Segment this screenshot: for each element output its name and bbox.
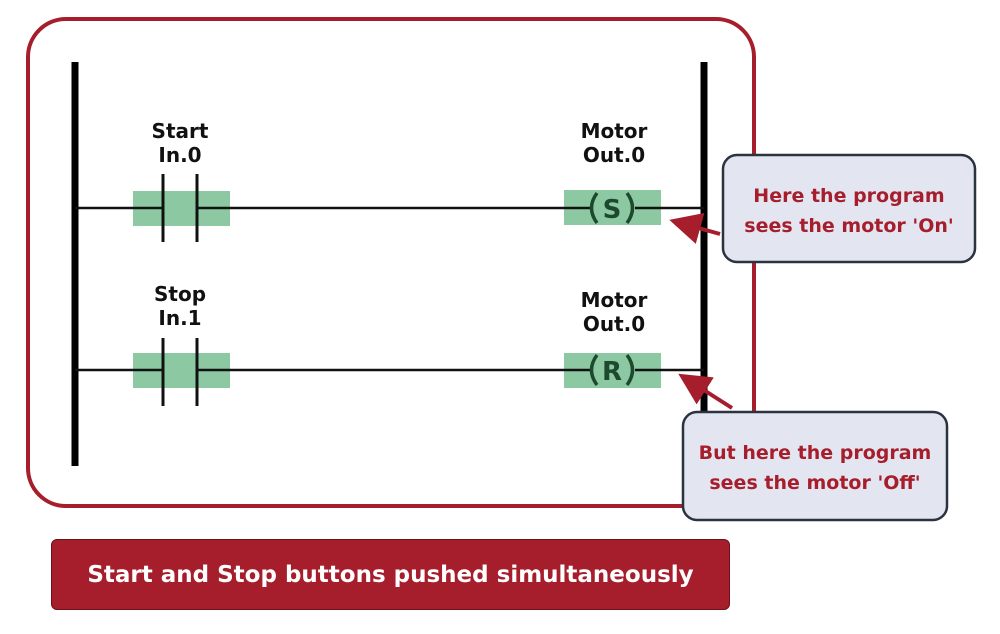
callout-off-arrow — [678, 373, 734, 410]
set-coil-name: Motor — [581, 119, 648, 143]
set-coil-right-paren — [625, 191, 635, 225]
set-coil-left-paren — [589, 191, 599, 225]
set-coil-address: Out.0 — [583, 143, 645, 167]
callout-off-line-2: sees the motor 'Off' — [709, 472, 920, 494]
reset-coil-address: Out.0 — [583, 312, 645, 336]
callout-on-line-1: Here the program — [753, 185, 944, 207]
diagram-frame — [26, 17, 756, 508]
reset-coil-right-paren — [625, 353, 635, 387]
reset-coil-letter: R — [602, 357, 622, 387]
callout-off-line-1: But here the program — [699, 442, 932, 464]
rung-2: R Stop In.1 Motor Out.0 — [75, 282, 704, 406]
callout-on-box — [721, 153, 977, 264]
callout-on-line-2: sees the motor 'On' — [744, 215, 953, 237]
reset-coil-left-paren — [589, 353, 599, 387]
rung-1: S Start In.0 Motor Out.0 — [75, 119, 704, 242]
stop-contact-name: Stop — [154, 282, 206, 306]
stop-contact-address: In.1 — [158, 306, 201, 330]
callout-off-box — [681, 410, 949, 522]
caption-banner: Start and Stop buttons pushed simultaneo… — [51, 539, 730, 610]
callout-on: Here the program sees the motor 'On' — [669, 153, 977, 264]
callout-on-arrow — [669, 213, 721, 244]
set-coil-letter: S — [603, 195, 622, 225]
callout-off: But here the program sees the motor 'Off… — [678, 373, 949, 522]
start-contact-name: Start — [152, 119, 209, 143]
caption-banner-text: Start and Stop buttons pushed simultaneo… — [87, 561, 694, 588]
reset-coil-name: Motor — [581, 288, 648, 312]
start-contact-address: In.0 — [158, 143, 201, 167]
